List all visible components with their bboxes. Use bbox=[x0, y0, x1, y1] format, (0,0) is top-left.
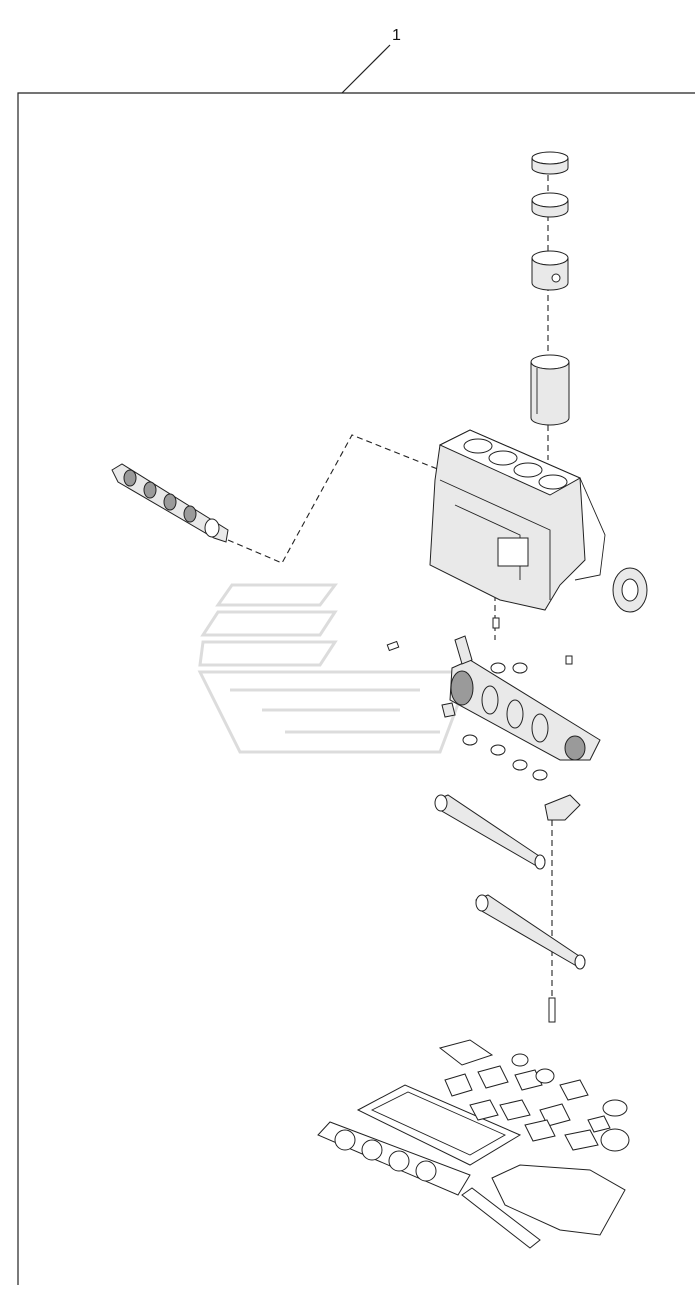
rod-cap bbox=[544, 794, 581, 821]
thrust-washers bbox=[441, 635, 473, 718]
piston-ring-top bbox=[531, 151, 569, 175]
callout-1-leader bbox=[341, 44, 391, 94]
callout-1-group: 1 bbox=[341, 27, 401, 94]
crankshaft bbox=[449, 659, 601, 761]
timing-gear bbox=[612, 567, 648, 613]
main-bearing-shells bbox=[462, 662, 548, 781]
camshaft-leader-line bbox=[227, 434, 441, 564]
watermark-logo bbox=[197, 583, 473, 754]
piston-ring-second bbox=[531, 192, 569, 218]
gasket-set bbox=[317, 1039, 630, 1249]
connecting-rod-2 bbox=[475, 894, 586, 970]
connecting-rod-1 bbox=[434, 794, 546, 870]
piston bbox=[531, 250, 569, 291]
callout-1-label: 1 bbox=[392, 27, 401, 44]
rod-bolt bbox=[548, 997, 556, 1023]
dowel-pins bbox=[386, 617, 573, 665]
assembly-bracket bbox=[17, 92, 695, 1285]
engine-block bbox=[429, 429, 606, 611]
camshaft bbox=[111, 463, 229, 543]
cylinder-liner bbox=[530, 354, 570, 426]
